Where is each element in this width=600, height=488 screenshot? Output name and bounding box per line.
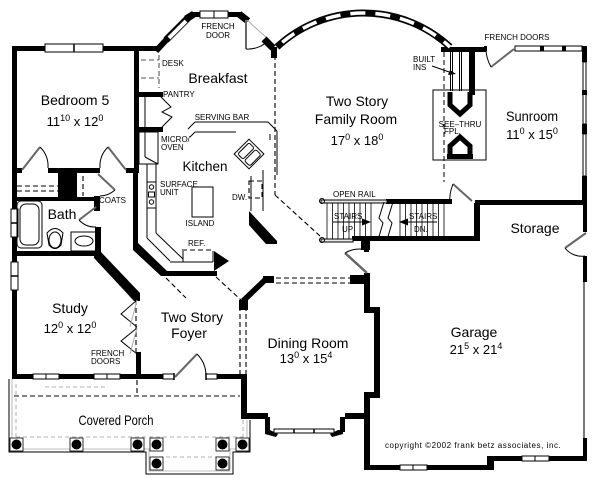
svg-text:Storage: Storage	[510, 220, 559, 236]
svg-text:Breakfast: Breakfast	[188, 70, 247, 86]
svg-text:UNIT: UNIT	[160, 188, 179, 197]
svg-text:Covered Porch: Covered Porch	[79, 412, 154, 428]
svg-text:Bedroom 5: Bedroom 5	[41, 92, 110, 108]
svg-text:DOOR: DOOR	[206, 31, 230, 40]
svg-text:copyright ©2002 frank betz ass: copyright ©2002 frank betz associates, i…	[385, 441, 561, 450]
svg-text:FRENCH DOORS: FRENCH DOORS	[485, 33, 550, 42]
svg-text:PANTRY: PANTRY	[163, 90, 195, 99]
svg-text:Sunroom: Sunroom	[506, 108, 558, 124]
svg-text:OVEN: OVEN	[161, 143, 184, 152]
svg-text:COATS: COATS	[99, 196, 126, 205]
svg-text:170 x 180: 170 x 180	[331, 132, 384, 148]
svg-text:110 x 150: 110 x 150	[506, 126, 558, 142]
svg-text:Two Story: Two Story	[326, 93, 388, 109]
svg-text:DOORS: DOORS	[91, 357, 120, 366]
svg-text:DN.: DN.	[414, 225, 428, 234]
svg-text:215 x 214: 215 x 214	[450, 341, 503, 357]
svg-text:Dining Room: Dining Room	[268, 335, 349, 351]
svg-text:SERVING BAR: SERVING BAR	[195, 113, 250, 122]
svg-text:INS: INS	[413, 63, 426, 72]
svg-text:Two Story: Two Story	[161, 309, 223, 325]
svg-text:UP: UP	[342, 225, 353, 234]
svg-text:FRENCH: FRENCH	[201, 22, 235, 31]
svg-text:MICRO/: MICRO/	[161, 135, 191, 144]
svg-text:Family Room: Family Room	[315, 111, 397, 127]
svg-text:REF.: REF.	[188, 239, 205, 248]
svg-text:ISLAND: ISLAND	[186, 219, 215, 228]
svg-text:Bath: Bath	[48, 206, 77, 222]
svg-text:Study: Study	[52, 300, 88, 316]
svg-text:FPL.: FPL.	[444, 127, 461, 136]
svg-text:FRENCH: FRENCH	[91, 349, 125, 358]
svg-text:BUILT: BUILT	[413, 55, 435, 64]
svg-text:DESK: DESK	[162, 59, 184, 68]
svg-text:SEE–THRU: SEE–THRU	[439, 120, 482, 129]
svg-text:STAIRS: STAIRS	[334, 212, 362, 221]
svg-text:Foyer: Foyer	[171, 325, 207, 341]
svg-text:OPEN RAIL: OPEN RAIL	[333, 190, 376, 199]
svg-text:SURFACE: SURFACE	[160, 180, 198, 189]
svg-text:Garage: Garage	[451, 324, 498, 340]
svg-text:Kitchen: Kitchen	[183, 158, 228, 174]
svg-text:DW.: DW.	[232, 193, 247, 202]
svg-text:130 x 154: 130 x 154	[280, 350, 333, 366]
svg-text:1110 x 120: 1110 x 120	[47, 113, 104, 129]
svg-text:120 x 120: 120 x 120	[44, 320, 97, 336]
svg-text:STAIRS: STAIRS	[409, 212, 437, 221]
